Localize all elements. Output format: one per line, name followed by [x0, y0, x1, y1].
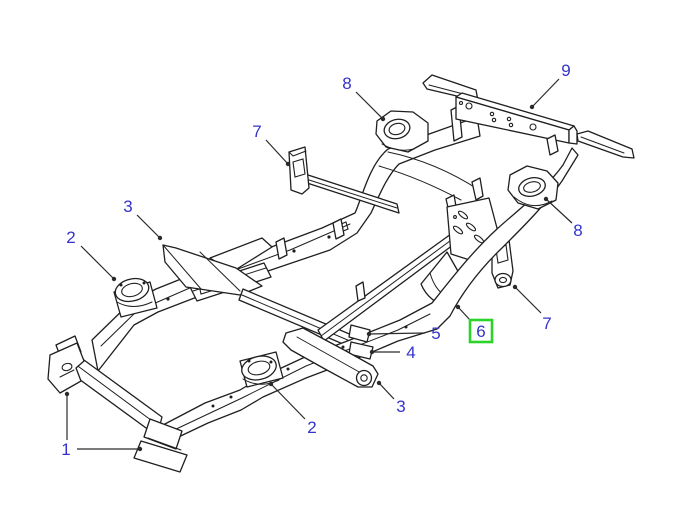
- rear-wing-plate-right: [576, 130, 635, 159]
- callout-8[interactable]: 8: [543, 196, 583, 240]
- callout-8[interactable]: 8: [342, 74, 386, 122]
- callout-number[interactable]: 7: [542, 314, 551, 333]
- callout-layer: 1 2 2 3 3 45 6 7 7 8 8 9: [61, 61, 582, 459]
- callout-number[interactable]: 8: [573, 221, 582, 240]
- highlight-box: [468, 318, 494, 344]
- callout-number[interactable]: 5: [431, 324, 440, 343]
- leader-dot: [366, 331, 372, 337]
- callout-number[interactable]: 7: [252, 122, 261, 141]
- leader-dot: [268, 381, 274, 387]
- outrigger-bracket-left: [162, 237, 273, 296]
- callout-number[interactable]: 2: [307, 418, 316, 437]
- outrigger-bracket-right: [282, 327, 379, 388]
- chassis-drawing: [47, 74, 635, 473]
- leader-dot: [512, 284, 518, 290]
- callout-3[interactable]: 3: [376, 380, 406, 416]
- callout-number[interactable]: 3: [123, 197, 132, 216]
- leader-dot: [285, 161, 291, 167]
- callout-number[interactable]: 6: [476, 322, 485, 341]
- callout-number[interactable]: 2: [66, 228, 75, 247]
- leader-dot: [369, 349, 375, 355]
- callout-7[interactable]: 7: [252, 122, 291, 167]
- callout-9[interactable]: 9: [529, 61, 571, 110]
- spring-mount-boss-right: [239, 351, 284, 388]
- callout-2[interactable]: 2: [268, 381, 317, 437]
- callout-number[interactable]: 9: [561, 61, 570, 80]
- callout-number[interactable]: 1: [61, 440, 70, 459]
- callout-number[interactable]: 8: [342, 74, 351, 93]
- callout-number[interactable]: 3: [396, 397, 405, 416]
- callout-2[interactable]: 2: [66, 228, 117, 282]
- leader-dot: [543, 196, 549, 202]
- callout-6-highlighted[interactable]: 6: [455, 304, 494, 344]
- rear-spring-hanger-left: [375, 110, 429, 153]
- leader-dot: [137, 446, 143, 452]
- callout-number[interactable]: 4: [406, 343, 415, 362]
- leader-dot: [376, 380, 382, 386]
- leader-dot: [157, 235, 163, 241]
- front-bumper-bracket-left: [47, 335, 85, 394]
- near-frame-rail: [162, 134, 579, 443]
- leader-dot: [455, 304, 461, 310]
- callout-1[interactable]: 1: [61, 391, 143, 459]
- leader-dot: [380, 116, 386, 122]
- front-bumper-bracket-right: [133, 418, 188, 473]
- spring-mount-boss-left: [113, 277, 158, 318]
- callout-5[interactable]: 5: [366, 324, 441, 343]
- body-mount-bracket-left: [288, 146, 400, 214]
- callout-3[interactable]: 3: [123, 197, 163, 241]
- leader-dot: [64, 391, 70, 397]
- gusset-plates: [348, 324, 374, 360]
- callout-7[interactable]: 7: [512, 284, 552, 333]
- leader-dot: [529, 104, 535, 110]
- leader-dot: [111, 276, 117, 282]
- callout-4[interactable]: 4: [369, 343, 416, 362]
- rear-crossmember: [455, 92, 578, 145]
